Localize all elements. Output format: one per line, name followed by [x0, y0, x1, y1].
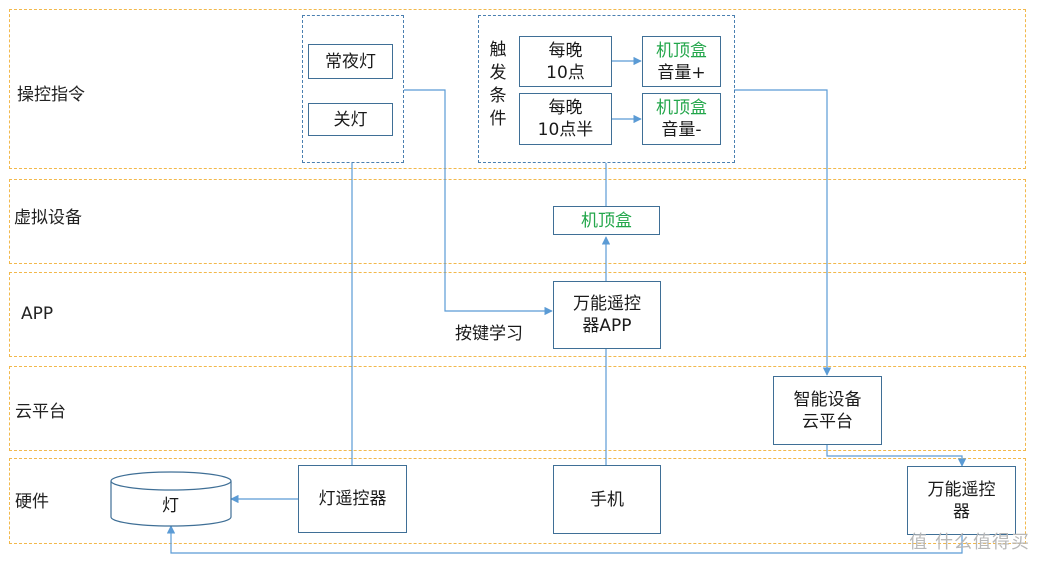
universal-remote[interactable]: 万能遥控 器 — [907, 466, 1016, 535]
smart-cloud-platform[interactable]: 智能设备 云平台 — [773, 376, 882, 445]
layer-label-control: 操控指令 — [17, 85, 85, 105]
action-volume-down[interactable]: 机顶盒 音量- — [642, 93, 721, 145]
layer-control — [9, 9, 1026, 169]
layer-label-virtual: 虚拟设备 — [14, 208, 82, 228]
arrow-universal-remote-to-lamp — [166, 525, 963, 554]
command-night-light[interactable]: 常夜灯 — [308, 44, 393, 79]
action-volume-up[interactable]: 机顶盒 音量+ — [642, 36, 721, 87]
layer-app — [9, 272, 1026, 357]
command-light-off[interactable]: 关灯 — [308, 103, 393, 136]
light-commands-group — [302, 15, 404, 163]
trigger-label: 触 发 条 件 — [489, 40, 507, 129]
trigger-10pm[interactable]: 每晚 10点 — [519, 36, 612, 87]
watermark-logo: 值 什么值得买 — [909, 532, 1030, 553]
layer-hardware — [9, 458, 1026, 544]
key-learning-label: 按键学习 — [455, 324, 523, 344]
arrow-cloud-to-universal-remote — [826, 445, 967, 467]
lamp-label: 灯 — [162, 496, 179, 516]
universal-remote-app[interactable]: 万能遥控 器APP — [553, 281, 661, 349]
lamp-remote[interactable]: 灯遥控器 — [298, 465, 407, 533]
trigger-1030pm[interactable]: 每晚 10点半 — [519, 93, 612, 145]
trigger-group — [478, 15, 735, 163]
virtual-settopbox[interactable]: 机顶盒 — [553, 206, 660, 235]
layer-label-cloud: 云平台 — [15, 402, 66, 422]
lamp-cylinder[interactable] — [109, 470, 233, 530]
layer-cloud — [9, 366, 1026, 451]
arrow-triggers-to-cloud — [734, 89, 832, 376]
layer-virtual — [9, 179, 1026, 264]
arrow-commands-to-app — [404, 89, 553, 316]
layer-label-hardware: 硬件 — [15, 492, 49, 512]
layer-label-app: APP — [21, 304, 54, 324]
phone[interactable]: 手机 — [553, 465, 661, 534]
